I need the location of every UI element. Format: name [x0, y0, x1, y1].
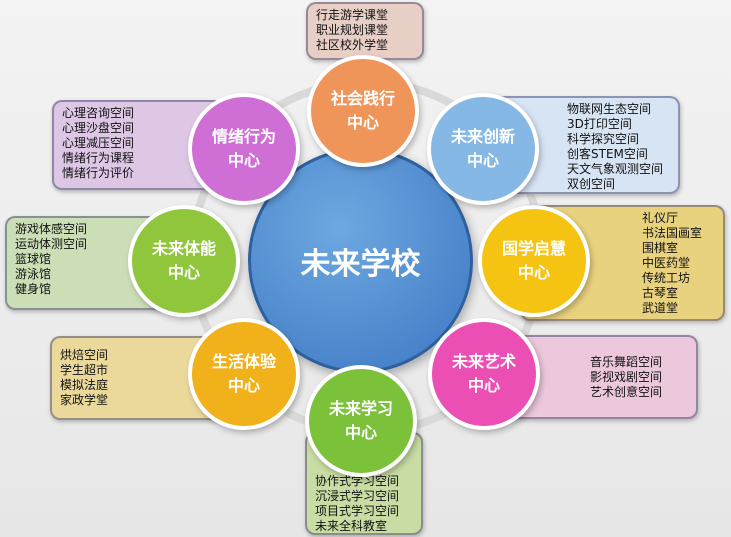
sport-item: 游戏体感空间 [15, 222, 88, 236]
guoxue-item: 中医药堂 [642, 256, 691, 270]
study-item: 项目式学习空间 [315, 504, 400, 518]
study-center-label: 未来学习 中心 [328, 399, 393, 442]
study-item: 协作式学习空间 [315, 474, 400, 488]
life-item: 模拟法庭 [60, 378, 109, 392]
emotion-item: 心理减压空间 [62, 136, 135, 150]
innovation-item: 3D打印空间 [567, 117, 632, 131]
innovation-item: 科学探究空间 [567, 132, 640, 146]
emotion-item: 情绪行为课程 [62, 151, 135, 165]
emotion-item: 心理咨询空间 [62, 106, 135, 120]
guoxue-center-circle: 国学启慧 中心 [478, 205, 590, 317]
innovation-item: 天文气象观测空间 [567, 162, 664, 176]
social-item: 行走游学课堂 [316, 8, 389, 22]
art-item: 音乐舞蹈空间 [590, 355, 663, 369]
guoxue-item: 武道堂 [642, 301, 679, 315]
sport-item: 运动体测空间 [15, 237, 88, 251]
guoxue-item: 古琴室 [642, 286, 679, 300]
art-center-label: 未来艺术 中心 [451, 352, 516, 395]
sport-item: 游泳馆 [15, 267, 52, 281]
guoxue-center-label: 国学启慧 中心 [501, 239, 566, 282]
sport-item: 篮球馆 [15, 252, 52, 266]
social-center-circle: 社会践行 中心 [307, 55, 419, 167]
innovation-item: 物联网生态空间 [567, 102, 652, 116]
sport-center-label: 未来体能 中心 [151, 239, 216, 282]
study-center-circle: 未来学习 中心 [305, 365, 417, 477]
innovation-center-circle: 未来创新 中心 [427, 93, 539, 205]
guoxue-item: 书法国画室 [642, 226, 703, 240]
art-item: 艺术创意空间 [590, 385, 663, 399]
study-item: 未来全科教室 [315, 519, 388, 533]
guoxue-item: 围棋室 [642, 241, 679, 255]
guoxue-item: 传统工坊 [642, 271, 691, 285]
emotion-item: 心理沙盘空间 [62, 121, 135, 135]
guoxue-item: 礼仪厅 [642, 211, 679, 225]
sport-center-circle: 未来体能 中心 [128, 205, 240, 317]
social-item: 职业规划课堂 [316, 23, 389, 37]
innovation-item: 创客STEM空间 [567, 147, 648, 161]
emotion-center-label: 情绪行为 中心 [211, 127, 276, 170]
life-center-label: 生活体验 中心 [211, 352, 276, 395]
innovation-item: 双创空间 [567, 177, 616, 191]
art-item: 影视戏剧空间 [590, 370, 663, 384]
social-items-box: 行走游学课堂职业规划课堂社区校外学堂 [306, 2, 424, 60]
social-item: 社区校外学堂 [316, 38, 389, 52]
innovation-center-label: 未来创新 中心 [450, 127, 515, 170]
life-center-circle: 生活体验 中心 [188, 318, 300, 430]
art-center-circle: 未来艺术 中心 [428, 318, 540, 430]
sport-item: 健身馆 [15, 282, 52, 296]
life-item: 家政学堂 [60, 393, 109, 407]
emotion-item: 情绪行为评价 [62, 166, 135, 180]
life-item: 烘焙空间 [60, 348, 109, 362]
center-title: 未来学校 [300, 246, 421, 282]
social-center-label: 社会践行 中心 [330, 89, 395, 132]
study-item: 沉浸式学习空间 [315, 489, 400, 503]
life-item: 学生超市 [60, 363, 109, 377]
emotion-center-circle: 情绪行为 中心 [188, 93, 300, 205]
